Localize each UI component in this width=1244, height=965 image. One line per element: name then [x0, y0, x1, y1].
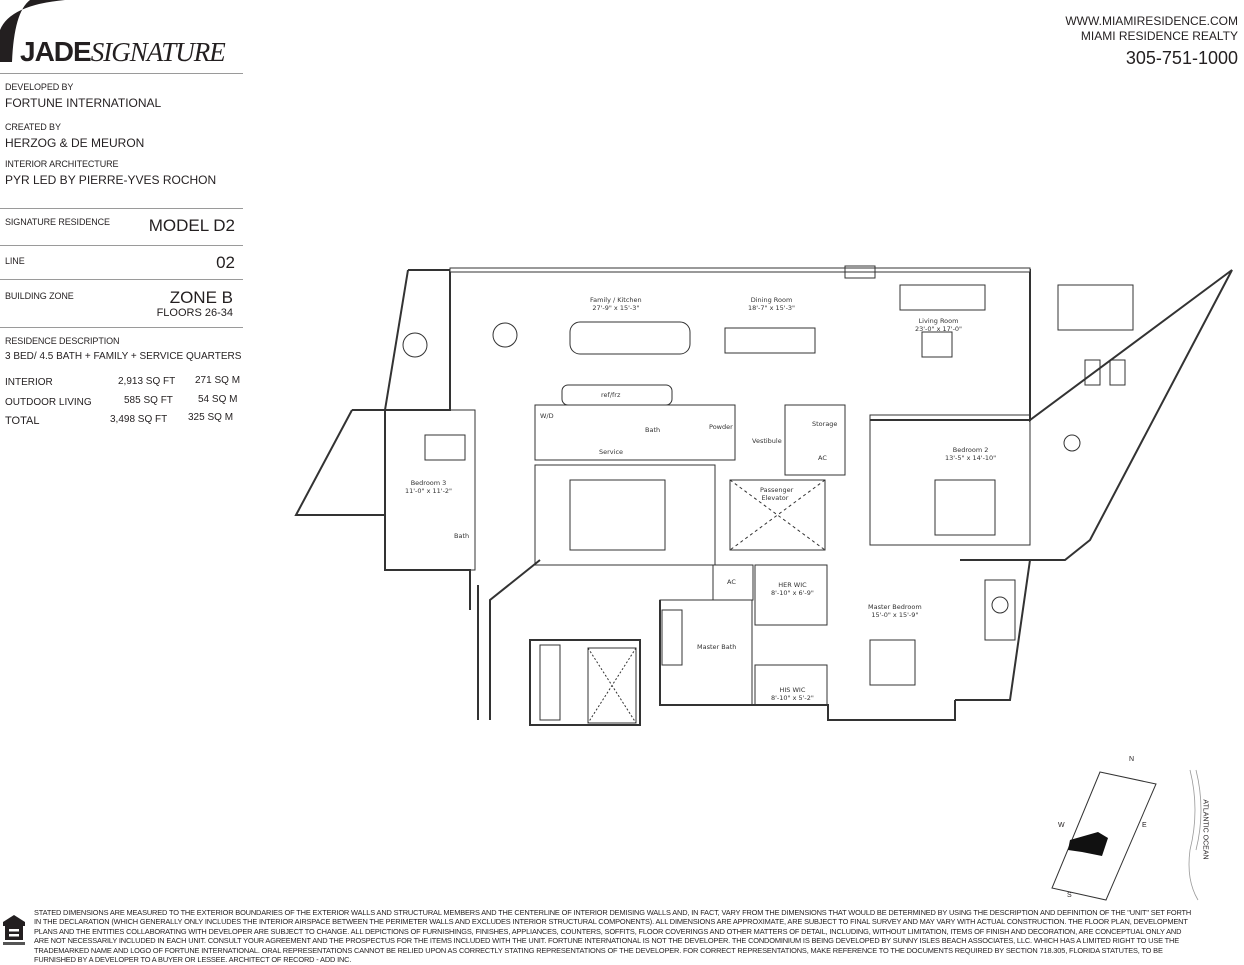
room-dim: 27'-9" x 15'-3" [592, 304, 640, 312]
website: WWW.MIAMIRESIDENCE.COM [1065, 14, 1238, 28]
credit-label-interior: INTERIOR ARCHITECTURE [5, 159, 119, 169]
room-ref: ref/frz [601, 391, 621, 399]
room-name: Living Room [918, 317, 959, 325]
zone-value: ZONE B [169, 288, 233, 307]
room-dim: 18'-7" x 15'-3" [748, 304, 796, 312]
area-sqft: 585 SQ FT [124, 395, 173, 406]
room-service: Service [599, 448, 624, 456]
equal-housing-icon [3, 915, 25, 945]
signature-residence-label: SIGNATURE RESIDENCE [5, 217, 110, 227]
room-name: Bedroom 3 [410, 479, 447, 487]
room-dim: 23'-0" x 17'-0" [915, 325, 963, 333]
room-name: Master Bedroom [868, 603, 922, 611]
line-label: LINE [5, 256, 25, 266]
room-elevator: Passenger Elevator [760, 486, 794, 502]
room-bath-3: Bath [454, 532, 470, 540]
room-ac: AC [727, 578, 736, 586]
compass-east: E [1142, 822, 1147, 829]
line-value: 02 [216, 253, 235, 272]
site-map [1051, 769, 1202, 901]
model-name: MODEL D2 [148, 216, 235, 235]
credit-value-interior: PYR LED BY PIERRE-YVES ROCHON [5, 173, 217, 187]
logo-signature: SIGNATURE [90, 37, 226, 67]
phone-number: 305-751-1000 [1125, 48, 1238, 68]
description-value: 3 BED/ 4.5 BATH + FAMILY + SERVICE QUART… [5, 351, 242, 362]
room-name: Bedroom 2 [952, 446, 989, 454]
area-sqm: 54 SQ M [198, 394, 238, 405]
logo-swoosh-icon [0, 0, 65, 62]
legal-disclaimer: STATED DIMENSIONS ARE MEASURED TO THE EX… [34, 908, 1192, 965]
room-name: Family / Kitchen [590, 296, 642, 304]
room-ac: AC [818, 454, 827, 462]
compass-west: W [1058, 822, 1065, 829]
room-dim: 15'-0" x 15'-9" [871, 611, 919, 619]
area-label: TOTAL [5, 415, 40, 427]
room-storage: Storage [812, 420, 838, 428]
compass-south: S [1067, 892, 1072, 899]
logo-jade: JADE [20, 36, 92, 67]
compass-north: N [1129, 756, 1135, 763]
credit-value-developer: FORTUNE INTERNATIONAL [5, 96, 162, 110]
room-dim: 8'-10" x 5'-2" [771, 694, 814, 702]
ocean-label: ATLANTIC OCEAN [1201, 799, 1209, 860]
area-sqm: 271 SQ M [195, 375, 241, 386]
room-bath: Bath [645, 426, 661, 434]
area-label: OUTDOOR LIVING [5, 397, 92, 408]
room-name: HIS WIC [779, 686, 806, 694]
room-dim: 13'-5" x 14'-10" [945, 454, 997, 462]
room-vestibule: Vestibule [752, 437, 782, 445]
room-dim: 11'-0" x 11'-2" [405, 487, 453, 495]
area-sqm: 325 SQ M [188, 412, 234, 423]
realty-name: MIAMI RESIDENCE REALTY [1080, 29, 1238, 43]
credit-label-developer: DEVELOPED BY [5, 82, 74, 92]
description-label: RESIDENCE DESCRIPTION [5, 336, 120, 346]
room-master-bath: Master Bath [697, 643, 737, 651]
unit-location-marker [1068, 832, 1108, 856]
zone-label: BUILDING ZONE [5, 291, 74, 301]
coastline [1188, 769, 1202, 901]
room-powder: Powder [709, 423, 733, 431]
room-dim: 8'-10" x 6'-9" [771, 589, 814, 597]
area-sqft: 3,498 SQ FT [110, 414, 168, 425]
room-name: HER WIC [778, 581, 807, 589]
area-sqft: 2,913 SQ FT [118, 376, 176, 387]
room-name: Dining Room [750, 296, 793, 304]
credit-label-creator: CREATED BY [5, 122, 61, 132]
building-outline [1051, 771, 1157, 901]
credit-value-creator: HERZOG & DE MEURON [5, 136, 145, 150]
floors-value: FLOORS 26-34 [156, 307, 233, 319]
area-label: INTERIOR [5, 377, 53, 388]
room-wd: W/D [540, 412, 554, 420]
